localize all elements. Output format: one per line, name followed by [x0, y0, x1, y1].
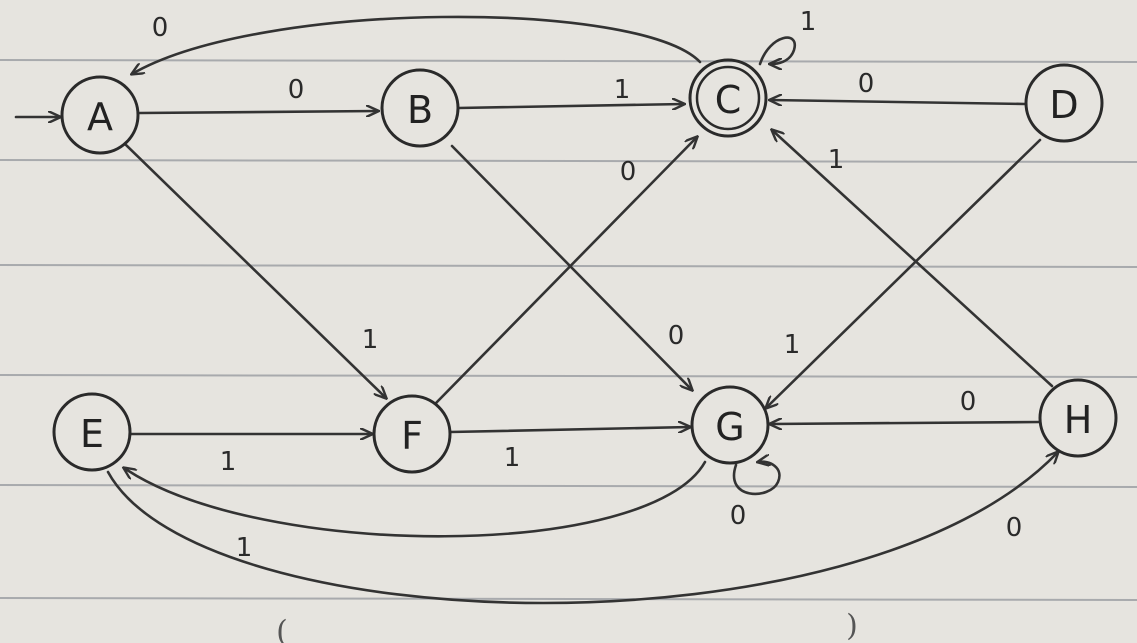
state-node-a: A — [60, 75, 140, 155]
ruled-line — [0, 374, 1137, 378]
transition-arrow-d-g — [766, 138, 1042, 408]
state-label: H — [1064, 398, 1093, 442]
state-circle — [1024, 63, 1104, 143]
accepting-ring — [695, 65, 761, 131]
state-label: E — [80, 412, 104, 456]
state-circle — [688, 58, 768, 138]
close-paren-mark: ) — [846, 609, 858, 643]
transition-label-d-c: 0 — [858, 69, 875, 99]
transition-label-a-f: 1 — [362, 325, 379, 355]
transition-label-c-c: 1 — [800, 7, 817, 37]
transition-label-e-f: 1 — [220, 447, 237, 477]
state-node-c: C — [688, 58, 768, 138]
transition-arrow-e-h — [106, 452, 1058, 605]
transition-arrow-h-g — [770, 422, 1042, 424]
state-node-e: E — [52, 392, 132, 472]
state-node-g: G — [690, 385, 770, 465]
transition-arrow-b-g — [450, 144, 692, 390]
edges: 0 0 1 1 0 1 0 1 1 1 0 1 0 1 0 0 — [14, 7, 1058, 605]
transition-label-d-g: 1 — [784, 330, 801, 360]
transition-label-e-h: 1 — [236, 533, 253, 563]
state-label: D — [1049, 83, 1078, 127]
open-paren-mark: ( — [276, 615, 288, 643]
state-node-f: F — [372, 394, 452, 474]
state-node-h: H — [1038, 378, 1118, 458]
ruled-line — [0, 484, 1137, 488]
transition-arrow-g-g — [732, 462, 781, 496]
state-node-b: B — [380, 68, 460, 148]
ruled-line — [0, 59, 1137, 63]
state-circle — [60, 75, 140, 155]
transition-arrow-c-a — [132, 15, 702, 74]
ruled-line — [0, 597, 1137, 601]
transition-label-g-g: 0 — [730, 501, 747, 531]
transition-arrow-h-c — [772, 130, 1054, 388]
transition-arrow-b-c — [456, 104, 684, 108]
transition-label-h-c: 1 — [828, 145, 845, 175]
transition-label-b-g: 0 — [668, 321, 685, 351]
state-circle — [52, 392, 132, 472]
ruled-line — [0, 159, 1137, 163]
state-node-d: D — [1024, 63, 1104, 143]
state-circle — [372, 394, 452, 474]
state-label: B — [407, 88, 433, 132]
state-circle — [380, 68, 460, 148]
nodes: A B C D E F G H — [52, 58, 1118, 474]
transition-label-c-a: 0 — [152, 13, 169, 43]
transition-label-a-b: 0 — [288, 75, 305, 105]
transition-arrow-d-c — [770, 100, 1027, 104]
state-label: G — [715, 405, 744, 449]
transition-label-e-h: 0 — [1006, 513, 1023, 543]
transition-arrow-g-e — [124, 460, 707, 538]
state-circle — [690, 385, 770, 465]
transition-label-h-g: 0 — [960, 387, 977, 417]
marks: ( ) — [276, 609, 858, 643]
transition-label-f-g: 1 — [504, 443, 521, 473]
state-circle — [1038, 378, 1118, 458]
transition-arrow-a-f — [124, 143, 386, 398]
transition-arrow-c-c — [758, 36, 797, 64]
transition-label-b-c: 1 — [614, 75, 631, 105]
state-label: A — [87, 95, 113, 139]
transition-arrow-f-g — [448, 427, 690, 434]
state-label: C — [715, 78, 742, 122]
transition-arrow-f-c — [434, 137, 697, 405]
transition-label-f-c: 0 — [620, 157, 637, 187]
transition-arrow-a-b — [138, 111, 378, 113]
state-label: F — [401, 414, 423, 458]
